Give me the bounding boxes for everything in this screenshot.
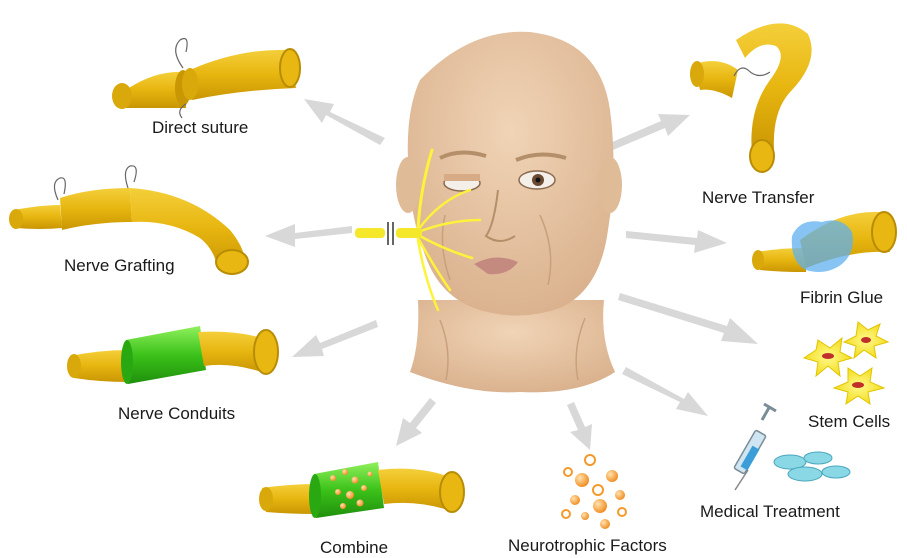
neurotrophic-droplets (562, 455, 626, 529)
label-stem-cells: Stem Cells (808, 412, 890, 432)
label-nerve-conduits: Nerve Conduits (118, 404, 235, 424)
face-with-facial-nerve-icon (355, 32, 622, 393)
label-direct-suture: Direct suture (152, 118, 248, 138)
arrow-to-stem-cells (618, 293, 758, 344)
label-medical-treatment: Medical Treatment (700, 502, 840, 522)
pills-icon (774, 452, 850, 481)
nerve-transfer-illustration (690, 23, 812, 172)
combine-illustration (259, 462, 464, 518)
arrow-to-nerve-transfer (610, 114, 690, 150)
arrow-to-neurotrophic (567, 402, 592, 450)
label-nerve-grafting: Nerve Grafting (64, 256, 175, 276)
arrow-to-fibrin-glue (626, 230, 727, 253)
label-fibrin-glue: Fibrin Glue (800, 288, 883, 308)
label-neurotrophic-factors: Neurotrophic Factors (508, 536, 667, 556)
syringe-icon (734, 404, 776, 490)
stem-cells-illustration (804, 322, 888, 404)
arrow-to-nerve-grafting (265, 224, 352, 247)
label-combine: Combine (320, 538, 388, 558)
arrow-to-direct-suture (304, 99, 385, 145)
fibrin-glue-illustration (752, 212, 896, 272)
direct-suture-illustration (112, 39, 300, 119)
arrow-to-medical (622, 367, 708, 416)
nerve-conduits-illustration (67, 326, 278, 384)
label-nerve-transfer: Nerve Transfer (702, 188, 814, 208)
arrow-to-combine (396, 398, 436, 446)
arrow-to-nerve-conduits (292, 320, 378, 357)
